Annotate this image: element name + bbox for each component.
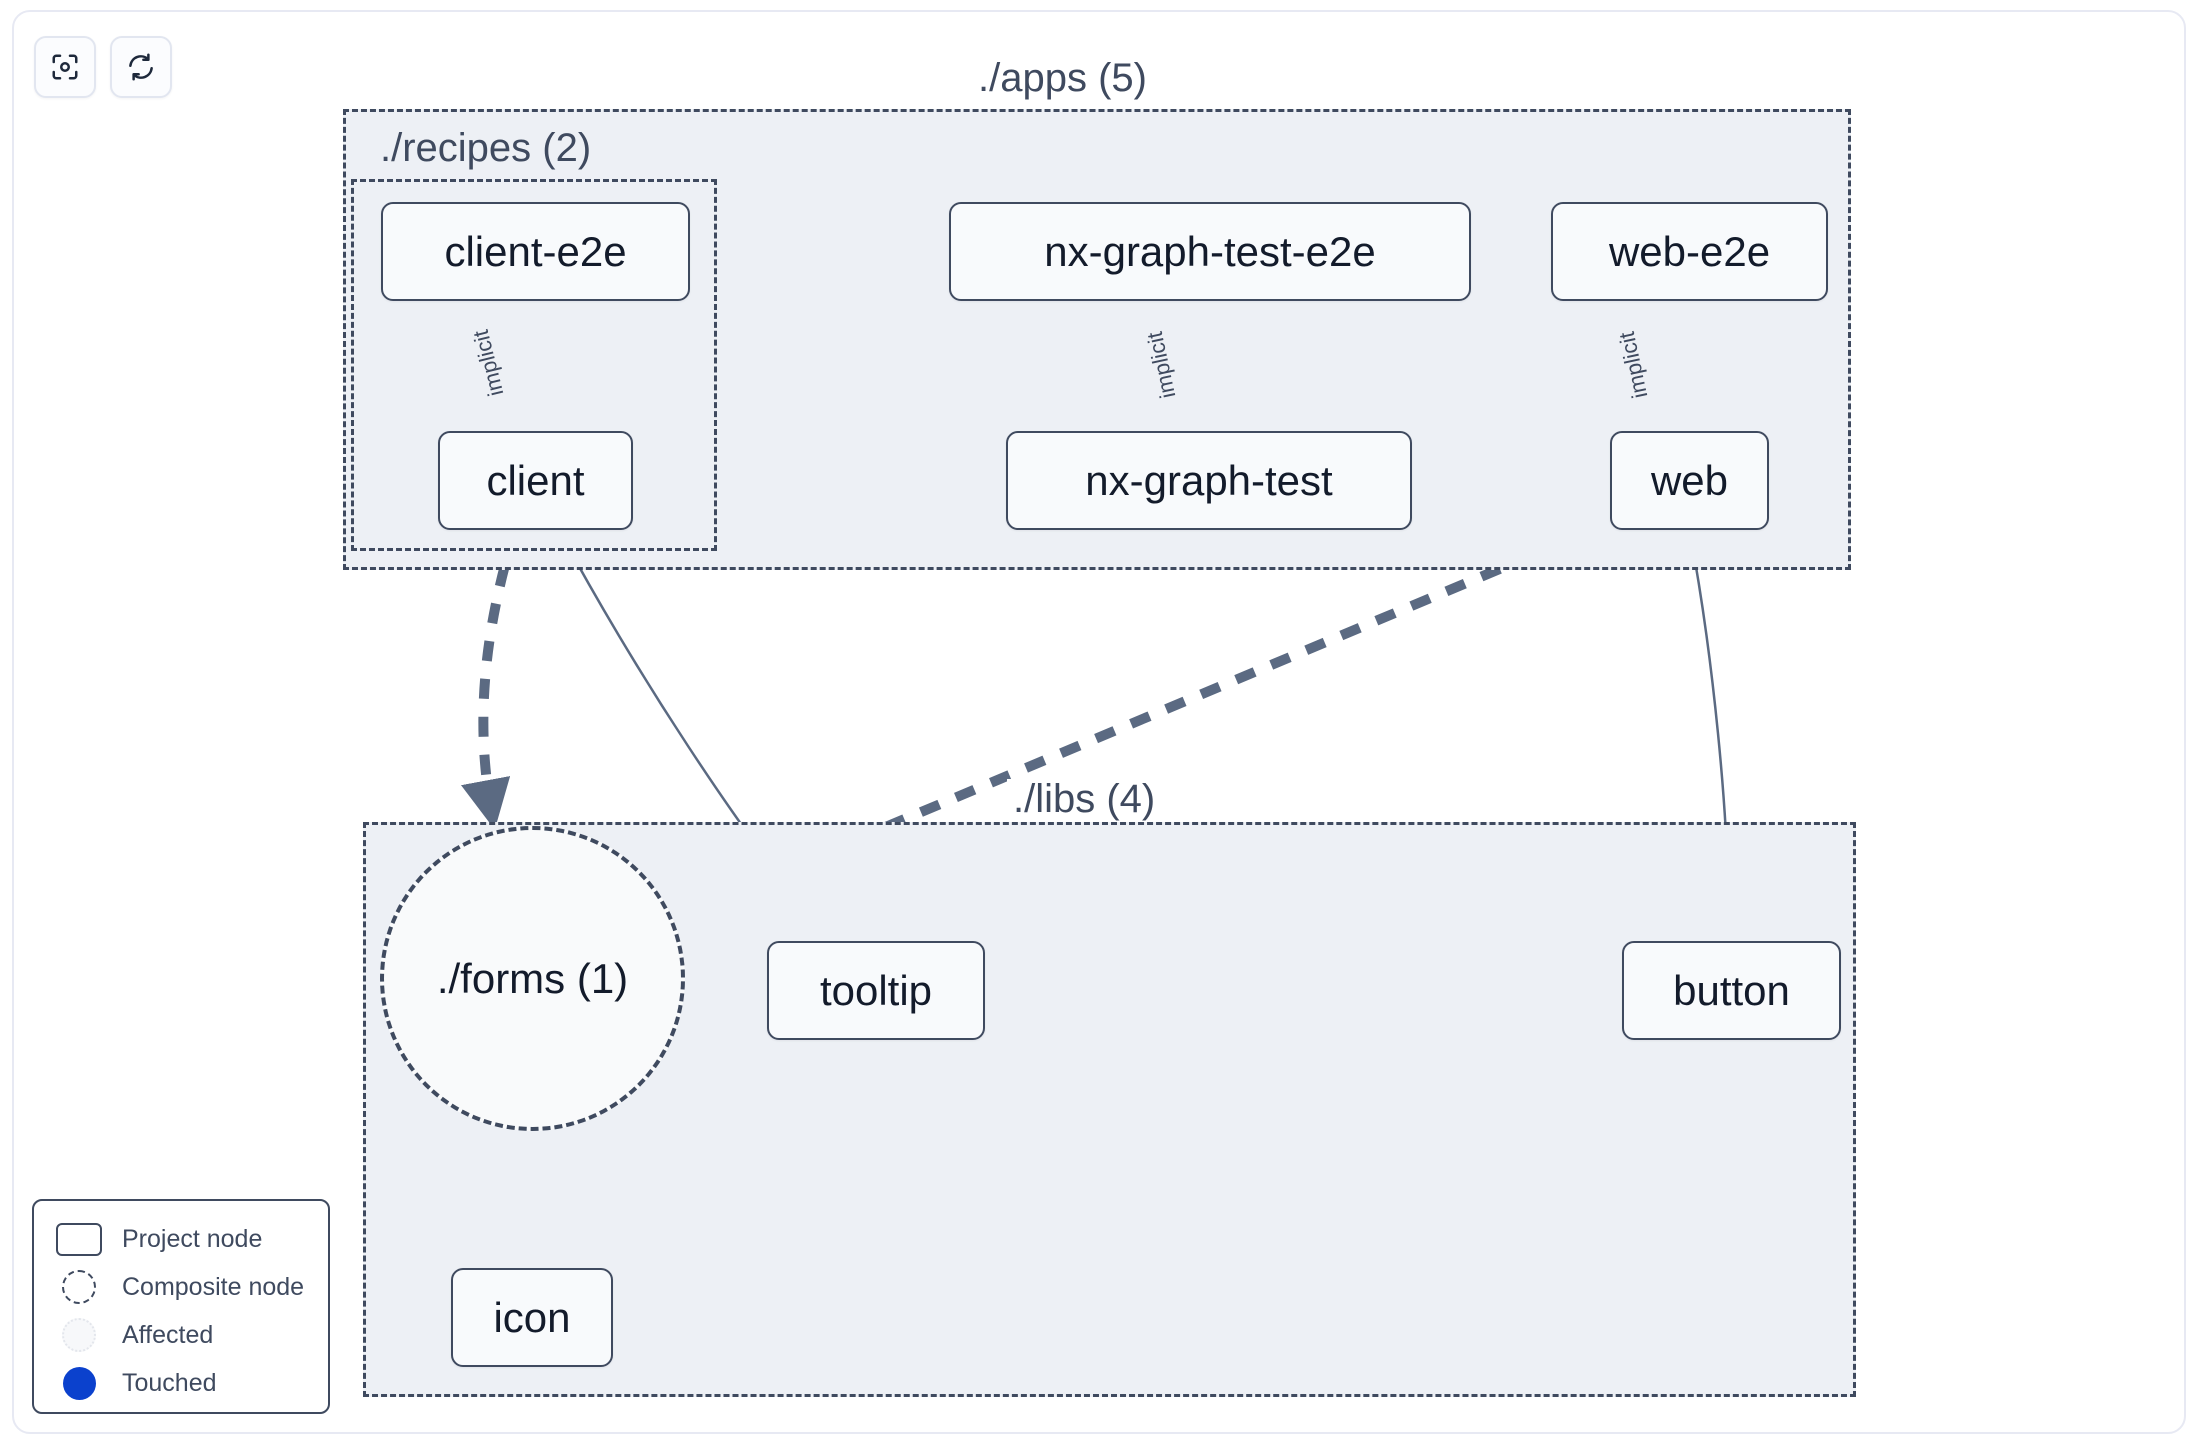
group-box-recipes[interactable] xyxy=(351,179,717,551)
node-label: client-e2e xyxy=(444,227,627,275)
node-nx-graph-test-e2e[interactable]: nx-graph-test-e2e xyxy=(949,202,1471,301)
node-button[interactable]: button xyxy=(1622,941,1841,1040)
node-tooltip[interactable]: tooltip xyxy=(767,941,985,1040)
legend-item-composite-node: Composite node xyxy=(34,1263,328,1311)
node-web[interactable]: web xyxy=(1610,431,1769,530)
group-label-libs: ./libs (4) xyxy=(1007,779,1162,819)
affected-swatch xyxy=(56,1318,102,1352)
node-web-e2e[interactable]: web-e2e xyxy=(1551,202,1828,301)
group-label-recipes: ./recipes (2) xyxy=(374,128,598,168)
graph-toolbar xyxy=(34,36,172,98)
group-label-apps: ./apps (5) xyxy=(972,58,1153,98)
touched-swatch xyxy=(56,1366,102,1400)
legend-label: Composite node xyxy=(122,1272,305,1301)
node-label: web xyxy=(1650,456,1729,504)
legend-item-affected: Affected xyxy=(34,1311,328,1359)
node-label: nx-graph-test-e2e xyxy=(1044,227,1376,275)
node-label: client xyxy=(486,456,585,504)
node-label: button xyxy=(1673,966,1790,1014)
graph-legend: Project node Composite node Affected Tou… xyxy=(32,1199,330,1414)
node-icon[interactable]: icon xyxy=(451,1268,613,1367)
node-label: icon xyxy=(493,1293,571,1341)
refresh-icon xyxy=(126,52,156,82)
node-forms-composite[interactable]: ./forms (1) xyxy=(380,826,685,1131)
legend-item-touched: Touched xyxy=(34,1359,328,1407)
refresh-graph-button[interactable] xyxy=(110,36,172,98)
node-client[interactable]: client xyxy=(438,431,633,530)
focus-graph-button[interactable] xyxy=(34,36,96,98)
legend-label: Project node xyxy=(122,1224,263,1253)
focus-scan-icon xyxy=(50,52,80,82)
node-label: ./forms (1) xyxy=(436,954,629,1002)
legend-item-project-node: Project node xyxy=(34,1215,328,1263)
legend-label: Touched xyxy=(122,1368,217,1397)
project-node-swatch xyxy=(56,1222,102,1256)
legend-label: Affected xyxy=(122,1320,214,1349)
composite-node-swatch xyxy=(56,1270,102,1304)
node-client-e2e[interactable]: client-e2e xyxy=(381,202,690,301)
node-label: tooltip xyxy=(819,966,933,1014)
node-label: nx-graph-test xyxy=(1085,456,1333,504)
node-nx-graph-test[interactable]: nx-graph-test xyxy=(1006,431,1412,530)
node-label: web-e2e xyxy=(1608,227,1771,275)
